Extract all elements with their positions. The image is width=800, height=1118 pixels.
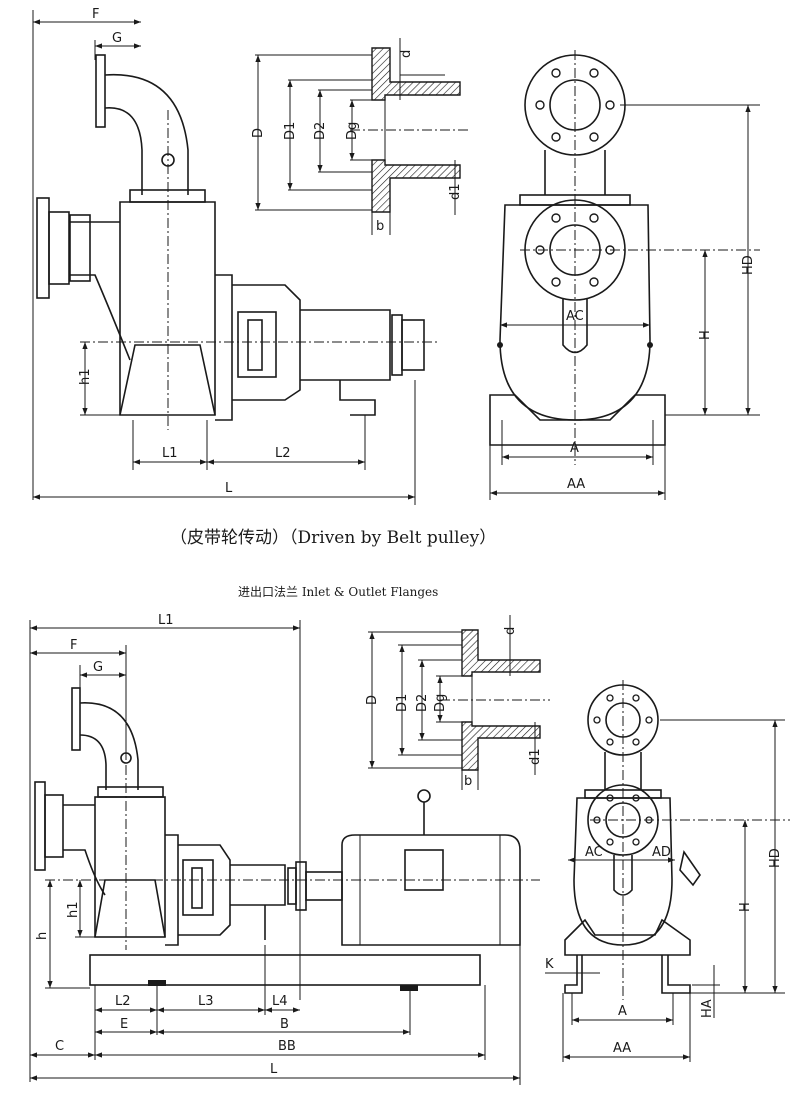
- drain-valve: [679, 850, 701, 887]
- caption-belt-drive: （皮带轮传动）（Driven by Belt pulley）: [170, 528, 496, 548]
- dim-AA: AA: [567, 477, 585, 492]
- outlet-flange: [95, 54, 106, 128]
- dim-HA: HA: [700, 999, 715, 1018]
- dim-h1-bottom: h1: [66, 901, 81, 918]
- bearing-bracket: [215, 274, 301, 421]
- dim-G-bottom: G: [93, 660, 103, 675]
- dim-d-bottom: d: [503, 627, 518, 635]
- dim-D-bottom: D: [365, 695, 380, 705]
- belt-pulley: [401, 319, 425, 371]
- dim-h1: h1: [78, 368, 93, 385]
- dim-D1: D1: [283, 122, 298, 140]
- dim-HD: HD: [741, 255, 756, 275]
- dim-AC: AC: [566, 309, 584, 324]
- dim-C: C: [55, 1039, 64, 1054]
- dim-D1-bottom: D1: [395, 694, 410, 712]
- dim-G: G: [112, 31, 122, 46]
- top-flange-detail: D D1 D2 Dg d d1 b: [251, 38, 470, 235]
- dim-d1: d1: [448, 183, 463, 200]
- dim-AD: AD: [652, 845, 671, 860]
- top-side-view: F G h1 L1 L2 L: [32, 7, 440, 505]
- dim-B: B: [280, 1017, 289, 1032]
- dim-Dg-bottom: Dg: [433, 694, 448, 712]
- dim-h: h: [35, 932, 50, 940]
- dim-F-bottom: F: [70, 638, 77, 653]
- dim-D2-bottom: D2: [415, 694, 430, 712]
- dim-H: H: [698, 330, 713, 340]
- bottom-flange-detail: D D1 D2 Dg d d1 b: [365, 615, 550, 790]
- dim-A-bottom: A: [618, 1004, 627, 1019]
- dim-L4: L4: [272, 994, 288, 1009]
- discharge-elbow: [104, 73, 189, 195]
- dim-AA-bottom: AA: [613, 1041, 631, 1056]
- pump-feet: [489, 394, 666, 446]
- dim-L2-bottom: L2: [115, 994, 131, 1009]
- dim-Dg: Dg: [345, 122, 360, 140]
- dim-HD-bottom: HD: [768, 848, 783, 868]
- base-plate: [89, 954, 481, 986]
- coupling: [295, 861, 307, 911]
- dim-L2: L2: [275, 446, 291, 461]
- bottom-side-view: L1 F G h h1: [29, 613, 540, 1085]
- dim-H-bottom: H: [738, 902, 753, 912]
- dim-D: D: [251, 128, 266, 138]
- dim-d: d: [399, 50, 414, 58]
- dim-b: b: [376, 219, 384, 234]
- motor: [341, 834, 521, 946]
- dim-D2: D2: [313, 122, 328, 140]
- dim-BB: BB: [278, 1039, 296, 1054]
- dim-F: F: [92, 7, 99, 22]
- dim-E: E: [120, 1017, 128, 1032]
- dim-b-bottom: b: [464, 774, 472, 789]
- dim-L: L: [225, 481, 233, 496]
- dim-L1-bottom: L1: [158, 613, 174, 628]
- dim-L1: L1: [162, 446, 178, 461]
- caption-flanges: 进出口法兰 Inlet & Outlet Flanges: [238, 585, 438, 599]
- top-front-view: AC H HD A AA: [489, 50, 760, 500]
- dim-L-bottom: L: [270, 1062, 278, 1077]
- inlet-flange: [36, 197, 50, 299]
- dim-d1-bottom: d1: [528, 748, 543, 765]
- bottom-front-view: AC AD H HD HA K A AA: [545, 680, 790, 1062]
- dim-AC-bottom: AC: [585, 845, 603, 860]
- dim-K: K: [545, 957, 554, 972]
- dim-A: A: [570, 441, 579, 456]
- dim-L3: L3: [198, 994, 214, 1009]
